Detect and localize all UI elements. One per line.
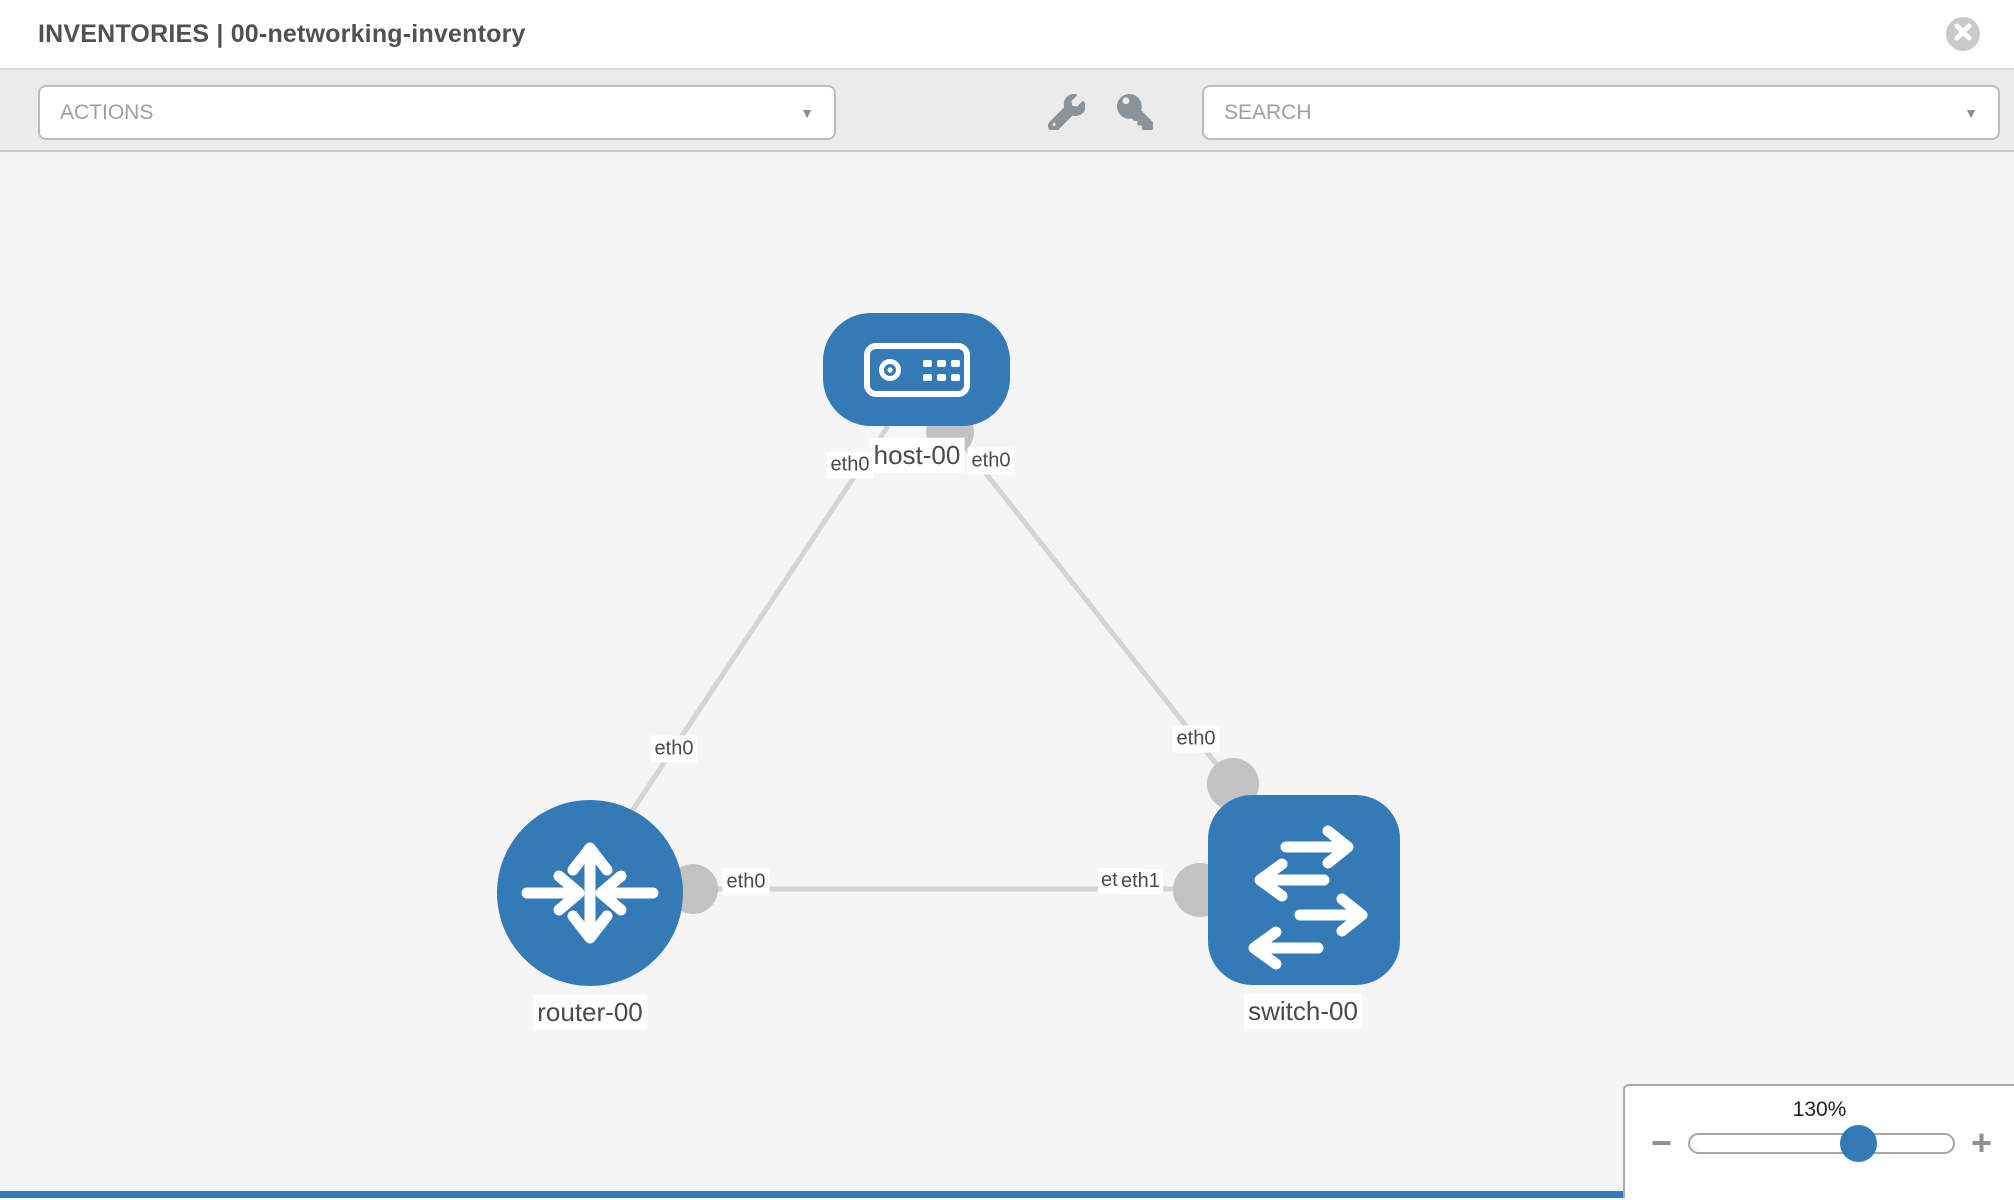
zoom-level-value: 130% xyxy=(1792,1098,1847,1121)
close-icon xyxy=(1954,23,1972,46)
zoom-in-button[interactable]: + xyxy=(1970,1122,1992,1163)
host-icon xyxy=(823,313,1010,426)
toolbar: ACTIONS ▼ SEARCH ▼ xyxy=(0,70,2014,152)
actions-dropdown[interactable]: ACTIONS ▼ xyxy=(38,85,836,140)
topology-links-layer xyxy=(619,408,1259,917)
interface-label-switch-eth0-top: eth0 xyxy=(1172,725,1220,753)
key-icon xyxy=(1116,94,1154,134)
bottom-accent-bar xyxy=(0,1191,1623,1198)
interface-label-switch-eth1-front: eth1 xyxy=(1118,869,1163,894)
zoom-out-button[interactable]: − xyxy=(1651,1122,1673,1163)
node-label-switch-00[interactable]: switch-00 xyxy=(1244,993,1362,1029)
zoom-slider-thumb[interactable] xyxy=(1840,1124,1878,1162)
interface-label-host-eth0-left: eth0 xyxy=(826,451,874,479)
zoom-control-panel: 130% − + xyxy=(1623,1084,2014,1198)
key-tool-button[interactable] xyxy=(1116,94,1154,130)
topology-canvas[interactable]: host-00 router-00 switch-00 eth0 eth0 et… xyxy=(0,152,2014,1198)
node-label-router-00[interactable]: router-00 xyxy=(533,994,647,1030)
search-dropdown-label: SEARCH xyxy=(1224,100,1312,124)
chevron-down-icon: ▼ xyxy=(1964,104,1978,121)
interface-label-switch-overlap: eth0 eth1 xyxy=(1098,868,1188,896)
link-host-router[interactable] xyxy=(619,424,891,828)
wrench-tool-button[interactable] xyxy=(1047,93,1086,132)
page-header: INVENTORIES | 00-networking-inventory xyxy=(0,0,2014,70)
page-title: INVENTORIES | 00-networking-inventory xyxy=(38,20,526,48)
interface-label-router-eth0-right: eth0 xyxy=(722,868,770,896)
close-button[interactable] xyxy=(1946,17,1980,51)
node-label-host-00[interactable]: host-00 xyxy=(869,437,965,473)
switch-icon-node[interactable] xyxy=(1208,795,1400,985)
actions-dropdown-label: ACTIONS xyxy=(60,100,154,124)
node-router-00[interactable] xyxy=(497,800,683,986)
wrench-icon xyxy=(1047,93,1086,134)
router-icon xyxy=(497,800,683,986)
chevron-down-icon: ▼ xyxy=(800,104,814,121)
switch-icon xyxy=(1208,795,1400,985)
search-dropdown[interactable]: SEARCH ▼ xyxy=(1202,85,2000,140)
interface-label-host-eth0-right: eth0 xyxy=(967,447,1015,475)
interface-label-router-eth0-top: eth0 xyxy=(650,735,698,763)
node-host-00[interactable] xyxy=(823,313,1010,426)
zoom-slider-track[interactable] xyxy=(1688,1124,1955,1162)
